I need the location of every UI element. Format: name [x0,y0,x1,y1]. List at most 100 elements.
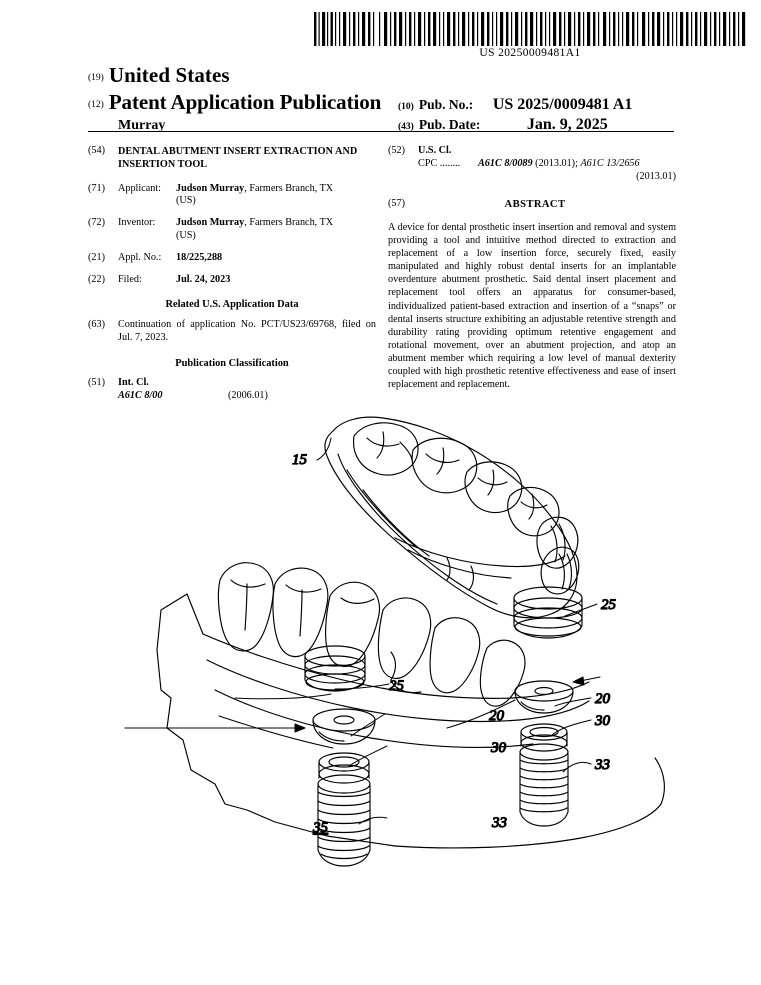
code-57: (57) [388,197,405,209]
patent-figure: 15 25 25 20 20 30 30 33 33 35 [95,398,695,868]
applicant-country: (US) [176,195,196,207]
pub-no-label: Pub. No.: [418,97,474,112]
us-cl-block: U.S. Cl. CPC ........ A61C 8/0089 (2013.… [418,145,676,184]
abutment-cap-left [312,708,376,745]
refnum-25-lower: 25 [389,678,405,694]
refnum-15: 15 [292,452,308,468]
inventor-surname: Murray [118,118,166,133]
cpc-value-1: A61C 8/0089 [478,157,533,169]
code-19: (19) [88,73,104,83]
entry-int-cl: (51) Int. Cl. A61C 8/00 (2006.01) [88,377,376,403]
abstract-header: (57) ABSTRACT [388,198,676,211]
code-43: (43) [398,122,414,132]
document-type: Patent Application Publication [108,90,382,114]
country-name: United States [108,63,230,87]
inventor-value: Judson Murray, Farmers Branch, TX (US) [176,217,376,243]
entry-inventor: (72) Inventor: Judson Murray, Farmers Br… [88,217,376,243]
refnum-30-right: 30 [594,713,611,729]
code-54: (54) [88,145,105,156]
dental-insert-upper [513,586,583,639]
dental-overdenture-drawing: 15 25 25 20 20 30 30 33 33 35 [124,416,665,867]
inventor-country: (US) [176,230,196,242]
inventor-name: Judson Murray [176,217,245,229]
cpc-date-2: (2013.01) [636,170,676,182]
header-divider [88,131,674,132]
int-cl-value: A61C 8/00 [118,390,163,402]
implant-screw-right [519,723,569,827]
int-cl-block: Int. Cl. A61C 8/00 (2006.01) [118,377,376,403]
refnum-33-right: 33 [594,757,610,773]
entry-continuation: (63) Continuation of application No. PCT… [88,319,376,345]
code-63: (63) [88,318,105,330]
pub-date-label: Pub. Date: [418,117,481,132]
refnum-33-left: 33 [491,815,507,831]
cpc-value-2: A61C 13/2656 [580,157,640,169]
continuation-text: Continuation of application No. PCT/US23… [118,318,376,343]
entry-appl-no: (21) Appl. No.: 18/225,288 [88,252,376,265]
entry-filed: (22) Filed: Jul. 24, 2023 [88,274,376,287]
abstract-text: A device for dental prosthetic insert in… [388,221,676,391]
applicant-location: , Farmers Branch, TX [244,182,334,194]
bibliographic-left-column: (54) DENTAL ABUTMENT INSERT EXTRACTION A… [88,145,376,412]
header-row-author: Murray (43) Pub. Date: Jan. 9, 2025 [88,116,676,134]
doctype-block: (12) Patent Application Publication [88,90,398,115]
code-72: (72) [88,217,105,229]
refnum-20-left: 20 [489,708,505,724]
int-cl-date: (2006.01) [228,390,268,402]
pub-date-value: Jan. 9, 2025 [526,116,608,133]
barcode-icon [314,12,746,46]
code-71: (71) [88,182,105,194]
cpc-body: A61C 8/0089 (2013.01); A61C 13/2656 [478,158,676,171]
abutment-cap-right [514,680,574,714]
overdenture-prosthetic [324,416,580,619]
abstract-heading: ABSTRACT [504,198,566,210]
int-cl-row: A61C 8/00 (2006.01) [118,390,376,403]
code-22: (22) [88,273,105,285]
int-cl-label: Int. Cl. [118,377,149,389]
filed-label: Filed: [118,273,142,285]
applicant-value: Judson Murray, Farmers Branch, TX (US) [176,183,376,209]
barcode-block: US 20250009481A1 [310,12,750,59]
code-21: (21) [88,251,105,263]
country-block: (19) United States [88,63,398,88]
bibliographic-right-column: (52) U.S. Cl. CPC ........ A61C 8/0089 (… [388,145,676,391]
implant-screw-left [317,752,371,867]
entry-us-cl: (52) U.S. Cl. CPC ........ A61C 8/0089 (… [388,145,676,184]
header-row-country: (19) United States [88,63,676,88]
cpc-lead: CPC ........ [418,157,461,169]
leader-lines [124,437,598,825]
assembly-arrows [290,676,601,733]
author-block: Murray [88,116,398,134]
dental-insert-lower [304,645,366,692]
code-51: (51) [88,377,105,389]
code-10: (10) [398,102,414,112]
invention-title: DENTAL ABUTMENT INSERT EXTRACTION AND IN… [118,146,358,171]
publication-classification-heading: Publication Classification [175,358,289,370]
lower-teeth-row [217,562,526,707]
refnum-35: 35 [312,820,329,836]
entry-title: (54) DENTAL ABUTMENT INSERT EXTRACTION A… [88,145,376,172]
filed-value: Jul. 24, 2023 [176,273,231,285]
pub-date-block: (43) Pub. Date: Jan. 9, 2025 [398,116,676,134]
related-application-heading: Related U.S. Application Data [165,298,299,310]
publication-barcode-number: US 20250009481A1 [479,47,581,59]
cpc-date-1: (2013.01); [535,157,578,169]
pub-no-block: (10) Pub. No.: US 2025/0009481 A1 [398,96,676,114]
appl-no-value: 18/225,288 [176,251,223,263]
applicant-name: Judson Murray [176,182,245,194]
inventor-location: , Farmers Branch, TX [244,217,334,229]
refnum-25-upper: 25 [601,597,617,613]
refnum-30-left: 30 [490,740,507,756]
applicant-label: Applicant: [118,182,162,194]
entry-applicant: (71) Applicant: Judson Murray, Farmers B… [88,183,376,209]
pub-no-value: US 2025/0009481 A1 [492,96,633,113]
appl-no-label: Appl. No.: [118,251,162,263]
refnum-20-right: 20 [595,691,611,707]
document-header: (19) United States (12) Patent Application… [88,63,676,134]
code-52: (52) [388,145,405,156]
inventor-label: Inventor: [118,217,156,229]
cpc-row: CPC ........ A61C 8/0089 (2013.01); A61C… [418,158,676,171]
header-row-doctype: (12) Patent Application Publication (10) … [88,90,676,115]
code-12: (12) [88,100,104,110]
us-cl-label: U.S. Cl. [418,145,452,156]
